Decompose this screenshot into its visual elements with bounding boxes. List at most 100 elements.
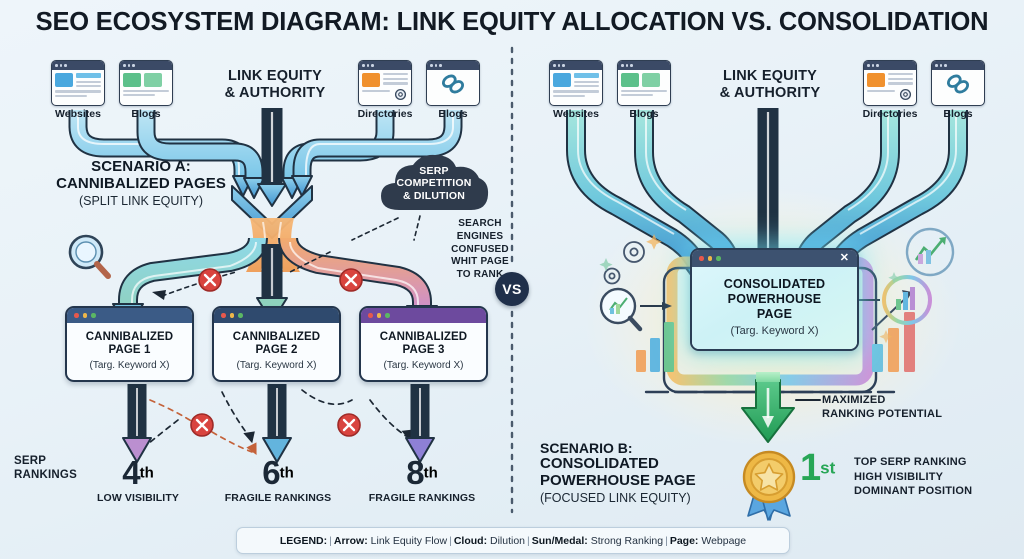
source-label: Blogs — [438, 108, 468, 120]
directory-icon — [358, 60, 412, 106]
link-equity-right-line1: LINK EQUITY — [722, 68, 818, 84]
directory-icon — [863, 60, 917, 106]
ranking-caption: FRAGILE RANKINGS — [224, 492, 332, 504]
ranking-number: 4 — [122, 454, 140, 491]
page-titlebar — [361, 308, 486, 323]
website-icon — [51, 60, 105, 106]
page-titlebar: ✕ — [692, 250, 857, 267]
source-websites-right[interactable]: Websites — [548, 60, 604, 120]
blog-icon — [617, 60, 671, 106]
consolidated-powerhouse-page[interactable]: ✕ CONSOLIDATED POWERHOUSE PAGE (Targ. Ke… — [690, 248, 859, 351]
powerhouse-subtitle: (Targ. Keyword X) — [730, 325, 819, 337]
scenario-a-line1: SCENARIO A: — [91, 158, 191, 175]
serp-rankings-line2: RANKINGS — [14, 468, 77, 481]
source-label: Websites — [55, 108, 101, 120]
ranking-suffix: th — [423, 464, 438, 482]
page-subtitle: (Targ. Keyword X) — [236, 359, 317, 371]
ranking-number: 8 — [406, 454, 424, 491]
scenario-b-line3: (FOCUSED LINK EQUITY) — [540, 490, 691, 505]
confused-line-1: SEARCH — [458, 218, 502, 229]
legend-term-3: Page: — [669, 534, 699, 547]
cloud-line3: & DILUTION — [402, 189, 466, 202]
cannibalized-page-2[interactable]: CANNIBALIZED PAGE 2 (Targ. Keyword X) — [212, 306, 341, 382]
scenario-a-line3: (SPLIT LINK EQUITY) — [78, 194, 204, 208]
serp-competition-cloud: SERP COMPETITION & DILUTION — [375, 152, 493, 216]
close-icon[interactable]: ✕ — [839, 252, 849, 264]
source-websites-left[interactable]: Websites — [50, 60, 106, 120]
search-engines-confused-note: SEARCH ENGINES CONFUSED WHIT PAGE TO RAN… — [442, 218, 518, 282]
source-blogs-left[interactable]: Blogs — [118, 60, 174, 120]
page-titlebar — [214, 308, 339, 323]
legend-desc-0: Link Equity Flow — [370, 534, 448, 547]
source-blogs-link-left[interactable]: Blogs — [425, 60, 481, 120]
cloud-line2: COMPETITION — [396, 177, 472, 190]
page-title-line2: PAGE 1 — [108, 344, 151, 357]
result-line2: HIGH VISIBILITY — [854, 470, 944, 483]
legend-prefix: LEGEND: — [279, 534, 328, 547]
legend-desc-2: Strong Ranking — [590, 534, 664, 547]
link-equity-left-line2: & AUTHORITY — [224, 85, 326, 102]
powerhouse-title-line3: PAGE — [756, 307, 793, 321]
ranking-suffix: th — [279, 464, 294, 482]
source-blogs-link-right[interactable]: Blogs — [930, 60, 986, 120]
scenario-a-label: SCENARIO A: CANNIBALIZED PAGES (SPLIT LI… — [36, 158, 246, 208]
ranking-caption: LOW VISIBILITY — [97, 492, 179, 504]
ranking-position-1: 4th LOW VISIBILITY — [92, 456, 184, 504]
confused-line-3: CONFUSED — [451, 243, 509, 255]
cloud-icon — [381, 154, 489, 210]
legend-desc-1: Dilution — [490, 534, 526, 547]
legend-term-1: Cloud: — [453, 534, 488, 547]
confused-line-5: TO RANK — [456, 269, 504, 281]
gear-icon — [394, 88, 407, 101]
source-label: Websites — [553, 108, 599, 120]
scenario-b-line0: SCENARIO B: — [540, 440, 633, 456]
source-blogs-right[interactable]: Blogs — [616, 60, 672, 120]
ranking-caption: FRAGILE RANKINGS — [368, 492, 476, 504]
source-directories-right[interactable]: Directories — [862, 60, 918, 120]
scenario-a-line2: CANNIBALIZED PAGES — [56, 175, 226, 192]
page-title-line2: PAGE 3 — [402, 344, 445, 357]
source-label: Directories — [357, 108, 413, 120]
scenario-b-label: SCENARIO B: CONSOLIDATED POWERHOUSE PAGE… — [540, 440, 770, 505]
top-ranking-results: TOP SERP RANKING HIGH VISIBILITY DOMINAN… — [854, 455, 1004, 499]
page-subtitle: (Targ. Keyword X) — [89, 359, 170, 371]
page-title-line2: PAGE 2 — [255, 344, 298, 357]
confused-line-2: ENGINES — [456, 230, 504, 242]
link-equity-left-line1: LINK EQUITY — [227, 68, 323, 84]
maximized-ranking-note: MAXIMIZED RANKING POTENTIAL — [822, 393, 982, 422]
page-title: SEO ECOSYSTEM DIAGRAM: LINK EQUITY ALLOC… — [35, 8, 989, 36]
link-chain-icon — [931, 60, 985, 106]
link-equity-right-line2: & AUTHORITY — [719, 85, 821, 102]
cannibalized-page-1[interactable]: CANNIBALIZED PAGE 1 (Targ. Keyword X) — [65, 306, 194, 382]
legend-desc-3: Webpage — [701, 534, 747, 547]
first-place-ranking: 1st — [800, 449, 836, 487]
cloud-line1: SERP — [419, 165, 449, 177]
legend: LEGEND:|Arrow: Link Equity Flow|Cloud: D… — [236, 527, 790, 554]
page-title-line1: CANNIBALIZED — [85, 331, 174, 343]
maximized-line2: RANKING POTENTIAL — [822, 408, 943, 421]
result-line1: TOP SERP RANKING — [854, 456, 967, 468]
page-title-line1: CANNIBALIZED — [232, 331, 321, 343]
page-titlebar — [67, 308, 192, 323]
gear-icon — [899, 88, 912, 101]
source-directories-left[interactable]: Directories — [357, 60, 413, 120]
source-label: Blogs — [629, 108, 659, 120]
blog-icon — [119, 60, 173, 106]
ranking-suffix: th — [139, 464, 154, 482]
ranking-number: 6 — [262, 454, 280, 491]
legend-term-0: Arrow: — [333, 534, 368, 547]
cannibalized-page-3[interactable]: CANNIBALIZED PAGE 3 (Targ. Keyword X) — [359, 306, 488, 382]
scenario-b-line2: POWERHOUSE PAGE — [540, 471, 696, 489]
first-place-number: 1 — [800, 447, 821, 489]
source-label: Directories — [862, 108, 918, 120]
link-equity-label-right: LINK EQUITY & AUTHORITY — [700, 68, 840, 102]
source-label: Blogs — [943, 108, 973, 120]
page-title-line1: CANNIBALIZED — [379, 331, 468, 343]
serp-rankings-label: SERP RANKINGS — [14, 455, 94, 482]
website-icon — [549, 60, 603, 106]
confused-line-4: WHIT PAGE — [451, 256, 509, 268]
first-place-suffix: st — [820, 458, 836, 478]
link-equity-label-left: LINK EQUITY & AUTHORITY — [205, 68, 345, 102]
legend-term-2: Sun/Medal: — [531, 534, 588, 547]
